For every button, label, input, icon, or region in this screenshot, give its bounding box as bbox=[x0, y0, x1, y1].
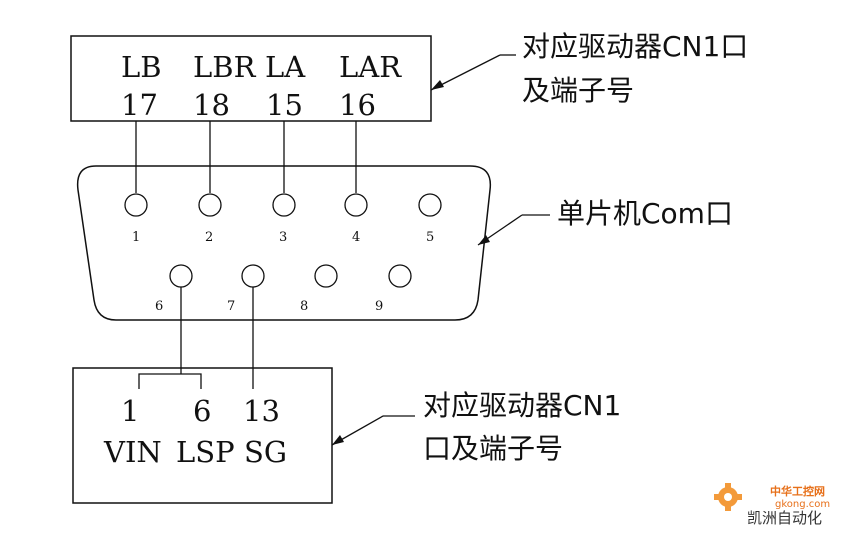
bottom-note-line1: 对应驱动器CN1 bbox=[423, 389, 621, 422]
db9-pin-5 bbox=[418, 193, 442, 217]
db9-pin-8 bbox=[314, 264, 338, 288]
db9-connector-shell bbox=[76, 165, 492, 321]
top-pin-18: 18 bbox=[193, 88, 230, 122]
watermark: 中华工控网 gkong.com 凯洲自动化 bbox=[714, 483, 830, 527]
top-pin-15: 15 bbox=[266, 88, 303, 122]
connector-note: 单片机Com口 bbox=[557, 197, 733, 230]
bottom-signal-sg: SG bbox=[244, 435, 287, 469]
gear-icon bbox=[714, 483, 742, 511]
bottom-pin-6: 6 bbox=[193, 394, 211, 428]
top-signal-lar: LAR bbox=[339, 50, 402, 84]
top-signal-lb: LB bbox=[121, 50, 162, 84]
watermark-url: gkong.com bbox=[775, 499, 830, 510]
db9-label-1: 1 bbox=[132, 230, 140, 245]
db9-pin-6 bbox=[169, 264, 193, 288]
db9-pin-2 bbox=[198, 193, 222, 217]
db9-top-row bbox=[124, 193, 442, 217]
top-pin-17: 17 bbox=[121, 88, 158, 122]
top-wires bbox=[135, 121, 357, 193]
db9-label-5: 5 bbox=[426, 230, 434, 245]
db9-pin-3 bbox=[272, 193, 296, 217]
bottom-signal-lsp: LSP bbox=[176, 435, 235, 469]
connector-note-leader bbox=[477, 214, 550, 246]
db9-label-6: 6 bbox=[155, 299, 163, 314]
top-pin-16: 16 bbox=[339, 88, 376, 122]
bottom-pin-13: 13 bbox=[243, 394, 280, 428]
bottom-terminal-box bbox=[72, 367, 333, 504]
top-note-line2: 及端子号 bbox=[522, 74, 634, 107]
db9-label-3: 3 bbox=[279, 230, 287, 245]
db9-bottom-row bbox=[169, 264, 412, 288]
top-signal-lbr: LBR bbox=[193, 50, 257, 84]
db9-label-7: 7 bbox=[227, 299, 235, 314]
db9-label-9: 9 bbox=[375, 299, 383, 314]
db9-label-8: 8 bbox=[300, 299, 308, 314]
db9-pin-7 bbox=[241, 264, 265, 288]
top-signal-la: LA bbox=[265, 50, 306, 84]
bottom-wires bbox=[138, 287, 254, 389]
top-terminal-box bbox=[70, 35, 432, 122]
watermark-site: 中华工控网 bbox=[770, 484, 825, 498]
bottom-pin-1: 1 bbox=[121, 394, 139, 428]
bottom-note-line2: 口及端子号 bbox=[423, 432, 563, 465]
db9-pin-1 bbox=[124, 193, 148, 217]
db9-label-4: 4 bbox=[352, 230, 360, 245]
top-note-line1: 对应驱动器CN1口 bbox=[522, 30, 748, 63]
db9-pin-9 bbox=[388, 264, 412, 288]
top-note-leader bbox=[430, 54, 516, 91]
db9-pin-4 bbox=[344, 193, 368, 217]
bottom-note-leader bbox=[331, 415, 415, 446]
watermark-company: 凯洲自动化 bbox=[747, 509, 822, 527]
bottom-signal-vin: VIN bbox=[103, 435, 162, 469]
db9-label-2: 2 bbox=[205, 230, 213, 245]
